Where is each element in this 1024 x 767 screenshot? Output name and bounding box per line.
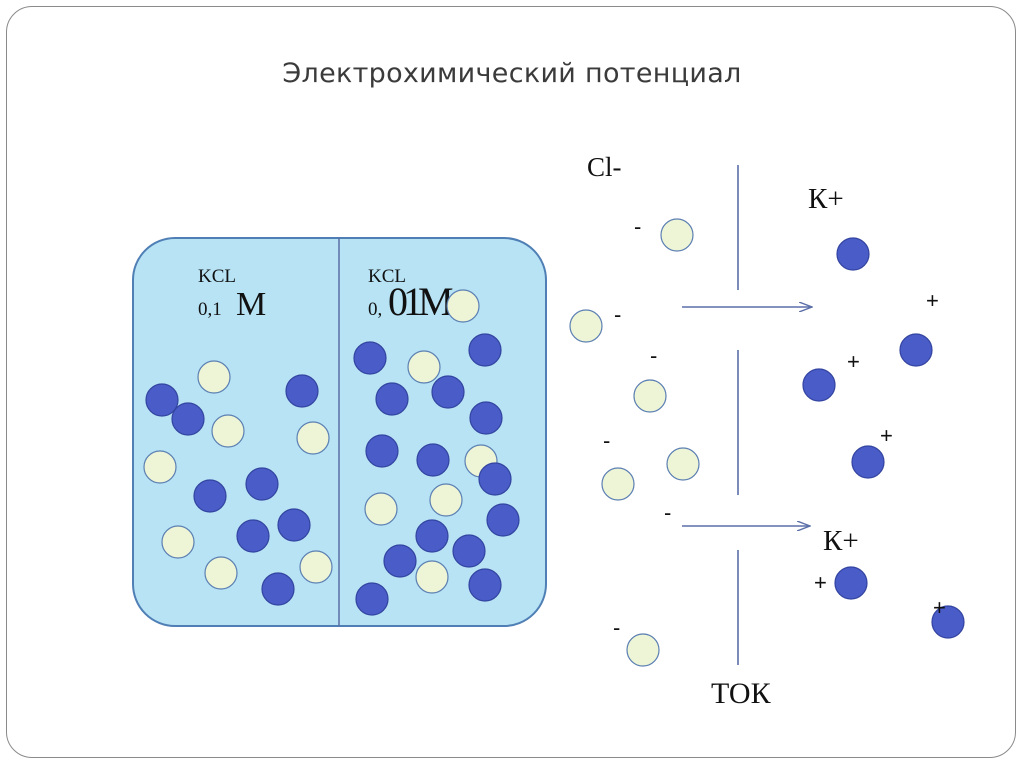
cation: [415, 519, 449, 553]
minus-sign: -: [603, 428, 610, 453]
cation: [468, 568, 502, 602]
cation: [375, 382, 409, 416]
anion: [407, 350, 441, 384]
free-anions: [569, 218, 700, 667]
anion: [415, 560, 449, 594]
cation: [355, 582, 389, 616]
anion: [633, 379, 667, 413]
cation: [486, 503, 520, 537]
plus-sign: +: [933, 595, 946, 620]
anion: [143, 450, 177, 484]
cation: [145, 383, 179, 417]
minus-sign: -: [634, 214, 641, 239]
cation: [431, 375, 465, 409]
anion: [429, 483, 463, 517]
cation: [245, 467, 279, 501]
cation: [851, 445, 885, 479]
cation: [193, 479, 227, 513]
cation: [236, 519, 270, 553]
cation: [452, 534, 486, 568]
cation: [285, 374, 319, 408]
potassium-label-top: К+: [808, 183, 844, 215]
plus-sign: +: [847, 349, 860, 374]
right-label-kcl: KCL: [368, 266, 406, 287]
anion: [161, 525, 195, 559]
anion: [446, 289, 480, 323]
cation: [277, 508, 311, 542]
anion: [299, 550, 333, 584]
left-label-kcl: KCL: [198, 266, 236, 287]
anion: [569, 309, 603, 343]
cation: [478, 462, 512, 496]
anion: [364, 492, 398, 526]
anion: [211, 414, 245, 448]
right-label-big: 01М: [388, 279, 453, 324]
cation: [365, 434, 399, 468]
plus-sign: +: [926, 288, 939, 313]
minus-sign: -: [664, 500, 671, 525]
cation: [261, 572, 295, 606]
cation: [802, 368, 836, 402]
anion: [666, 447, 700, 481]
cation: [416, 443, 450, 477]
left-label-unit: М: [236, 286, 266, 323]
beaker-left-ions: [143, 360, 333, 606]
cation: [383, 544, 417, 578]
anion: [660, 218, 694, 252]
page-title: Электрохимический потенциал: [282, 58, 742, 89]
chloride-label: Cl-: [587, 152, 622, 182]
plus-sign: +: [814, 570, 827, 595]
anion: [601, 467, 635, 501]
free-cations: [802, 237, 965, 639]
right-label-conc: 0,: [368, 299, 382, 320]
minus-sign: -: [613, 615, 620, 640]
cation: [353, 341, 387, 375]
beaker-right-ions: [353, 289, 520, 616]
plus-sign: +: [880, 423, 893, 448]
cation: [931, 605, 965, 639]
cation: [469, 401, 503, 435]
minus-sign: -: [614, 302, 621, 327]
anion: [296, 421, 330, 455]
cation: [468, 333, 502, 367]
potassium-label-bottom: К+: [823, 525, 859, 557]
cation: [836, 237, 870, 271]
anion: [197, 360, 231, 394]
current-label: ТОК: [711, 677, 772, 710]
left-label-conc: 0,1: [198, 299, 222, 320]
cation: [834, 566, 868, 600]
cation: [899, 333, 933, 367]
anion: [204, 556, 238, 590]
cation: [171, 402, 205, 436]
minus-sign: -: [650, 343, 657, 368]
anion: [626, 633, 660, 667]
